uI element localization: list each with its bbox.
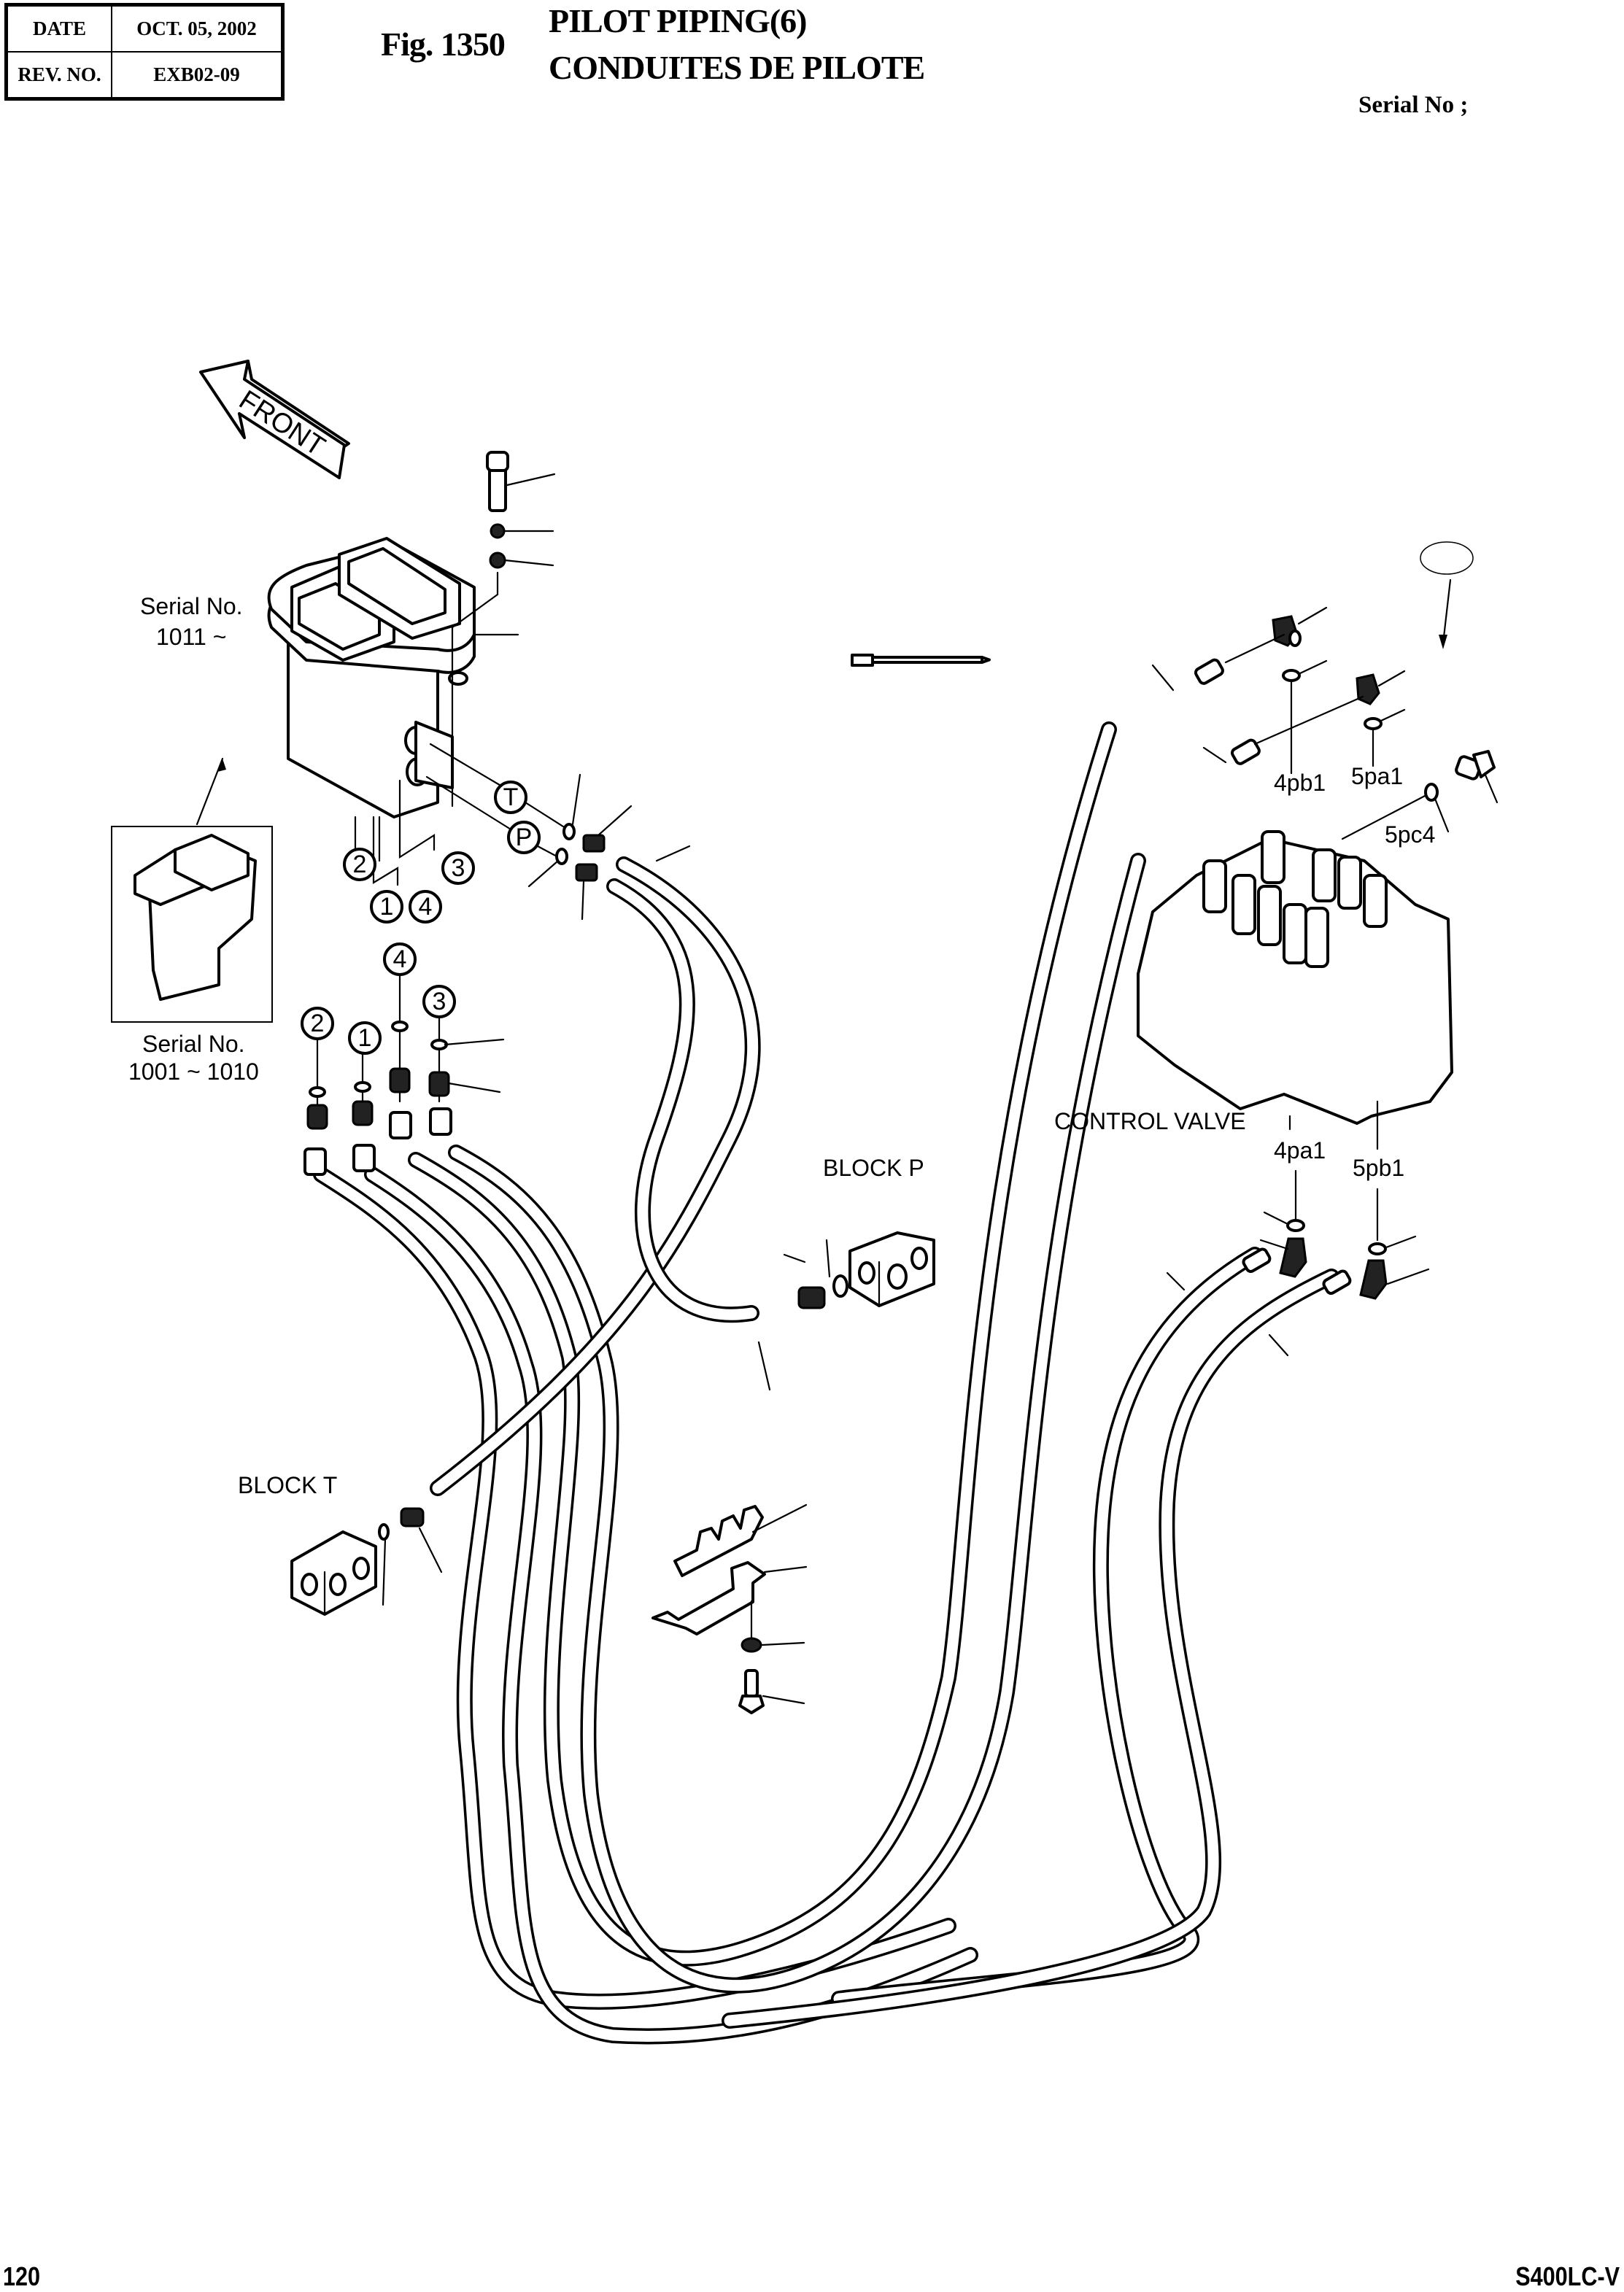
svg-text:4: 4 (393, 945, 407, 973)
title-french: CONDUITES DE PILOTE (549, 49, 925, 86)
revision-label: REV. NO. (5, 51, 112, 100)
svg-text:2: 2 (353, 851, 367, 878)
pilot-valve-new (267, 537, 476, 818)
port-label-4pb1: 4pb1 (1274, 770, 1326, 796)
svg-text:P: P (516, 824, 533, 851)
port-label-4pa1: 4pa1 (1274, 1137, 1326, 1164)
svg-text:4: 4 (419, 893, 433, 921)
page-number: 120 (3, 2261, 41, 2291)
control-valve-label: CONTROL VALVE (1054, 1108, 1246, 1134)
serial-label-old: Serial No. (142, 1031, 245, 1057)
callout-1: 1 (370, 890, 403, 924)
spool-caps (1202, 830, 1388, 968)
serial-number-header: Serial No ; (1358, 92, 1469, 118)
block-p-label: BLOCK P (823, 1155, 924, 1181)
callout-t: T (494, 781, 527, 814)
port-callouts-pilot-valve: T P 2 1 4 3 (343, 743, 567, 924)
date-value: OCT. 05, 2002 (111, 4, 284, 53)
elbow-fittings-upper (1151, 606, 1406, 775)
date-row: DATE OCT. 05, 2002 (5, 4, 284, 53)
pilot-valve-old-inset (111, 757, 273, 1023)
port-label-5pb1: 5pb1 (1353, 1155, 1404, 1181)
svg-text:3: 3 (433, 988, 446, 1015)
block-t-label: BLOCK T (238, 1472, 337, 1498)
callout-4: 4 (409, 890, 442, 924)
tp-fittings (527, 773, 691, 921)
control-valve (1137, 830, 1453, 1150)
front-arrow-label: FRONT (233, 384, 330, 462)
svg-text:1: 1 (358, 1024, 372, 1052)
view-indicator (1420, 541, 1474, 649)
callout-lower-4: 4 (383, 942, 417, 976)
block-p (757, 1231, 935, 1391)
callout-lower-1: 1 (348, 1021, 382, 1055)
clamp-bracket-set (651, 1503, 808, 1714)
revision-row: REV. NO. EXB02-09 (5, 51, 284, 100)
callout-2: 2 (343, 848, 376, 881)
block-t (290, 1507, 443, 1616)
callout-3: 3 (441, 851, 475, 885)
serial-label-new: Serial No. (140, 593, 243, 619)
front-arrow-icon: FRONT (199, 360, 350, 479)
fittings-lower-group: 2 1 4 3 (301, 942, 505, 1176)
serial-range-new: 1011 ~ (156, 624, 226, 650)
port-label-5pc4: 5pc4 (1385, 821, 1435, 848)
callout-lower-2: 2 (301, 1007, 334, 1040)
port-label-5pa1: 5pa1 (1351, 763, 1403, 789)
revision-table: DATE OCT. 05, 2002 REV. NO. EXB02-09 (4, 3, 285, 101)
title-english: PILOT PIPING(6) (549, 2, 807, 39)
svg-text:T: T (503, 783, 519, 811)
svg-text:1: 1 (380, 893, 394, 921)
revision-value: EXB02-09 (111, 51, 284, 100)
serial-range-old: 1001 ~ 1010 (128, 1058, 259, 1085)
svg-text:3: 3 (452, 854, 465, 882)
elbow-fittings-lower (1166, 1169, 1430, 1357)
callout-p: P (507, 821, 541, 854)
cable-tie-icon (851, 654, 991, 667)
callout-lower-3: 3 (422, 985, 456, 1018)
date-label: DATE (5, 4, 112, 53)
mounting-bolt-set (451, 451, 556, 808)
figure-number: Fig. 1350 (381, 26, 506, 63)
plug-5pc4 (1341, 750, 1499, 840)
model-number: S400LC-V (1515, 2261, 1620, 2291)
hose-bundle-left (313, 721, 1339, 2045)
svg-text:2: 2 (311, 1010, 325, 1037)
